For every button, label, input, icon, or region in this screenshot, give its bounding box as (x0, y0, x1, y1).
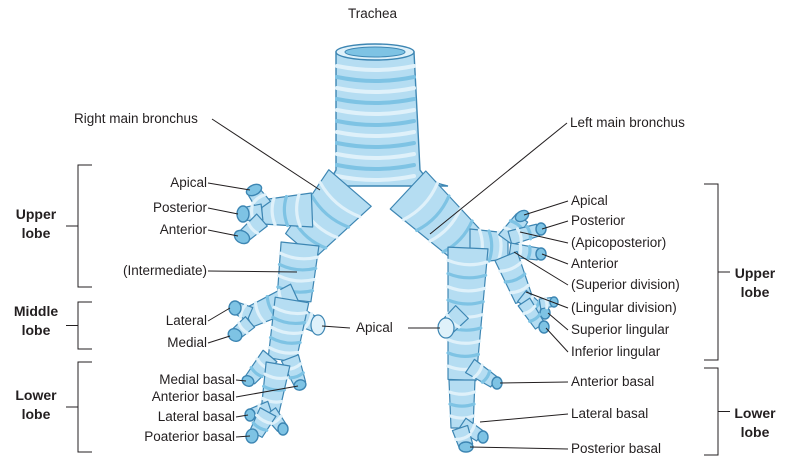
right-posterior-cap (237, 206, 249, 222)
bracket-left-upper (704, 184, 730, 360)
left-anterior-cap (536, 248, 546, 260)
right-lateral-cap (229, 301, 241, 315)
leader-left-posterior-basal (470, 447, 568, 449)
leader-left-anterior-basal (500, 382, 568, 383)
leader-left-superior-lingular (548, 313, 568, 330)
label-right-lower-lateral-basal: Lateral basal (158, 409, 235, 425)
group-right-lower-lobe: Lower lobe (8, 386, 64, 424)
label-apical-lower: Apical (356, 320, 393, 336)
group-right-upper-line1: Upper (8, 205, 64, 224)
label-left-upper-posterior: Posterior (571, 213, 625, 229)
label-left-superior-division: (Superior division) (571, 277, 680, 293)
label-right-lower-anterior-basal: Anterior basal (152, 389, 235, 405)
label-left-superior-lingular: Superior lingular (571, 322, 669, 338)
label-trachea: Trachea (348, 6, 397, 22)
label-right-lower-medial-basal: Medial basal (159, 372, 235, 388)
label-left-upper-apicoposterior: (Apicoposterior) (571, 235, 666, 251)
label-left-upper-anterior: Anterior (571, 256, 618, 272)
group-left-upper-lobe: Upper lobe (730, 264, 780, 302)
label-right-upper-apical: Apical (170, 175, 207, 191)
leader-right-lateral (208, 308, 230, 321)
group-right-middle-line2: lobe (8, 321, 64, 340)
leader-right-apical (208, 183, 250, 190)
leader-left-posterior (542, 221, 568, 229)
leader-left-apical (524, 201, 568, 215)
group-left-lower-lobe: Lower lobe (730, 404, 780, 442)
bracket-left-lower (704, 368, 730, 455)
leader-right-main-bronchus (212, 119, 320, 190)
leader-left-lateral-basal (480, 414, 568, 422)
label-left-lingular-division: (Lingular division) (571, 300, 677, 316)
label-right-middle-lateral: Lateral (166, 313, 207, 329)
leader-right-posterior (208, 208, 238, 214)
leader-left-inferior-lingular (546, 328, 568, 352)
group-right-middle-lobe: Middle lobe (8, 302, 64, 340)
leader-right-medial (208, 336, 230, 343)
left-lower-apical-cap (438, 318, 454, 338)
leader-right-anterior (208, 230, 238, 236)
left-inf-lingular-cap (539, 321, 549, 333)
airway-tree (226, 44, 558, 452)
label-left-lower-posterior-basal: Posterior basal (571, 441, 661, 457)
label-intermediate: (Intermediate) (123, 263, 207, 279)
leader-left-anterior (542, 254, 568, 264)
label-left-upper-apical: Apical (571, 193, 608, 209)
group-right-upper-line2: lobe (8, 224, 64, 243)
left-lateral-basal-cap (478, 431, 488, 443)
leader-left-main-bronchus (430, 123, 567, 234)
group-right-lower-line2: lobe (8, 405, 64, 424)
label-right-middle-medial: Medial (167, 335, 207, 351)
group-left-upper-line1: Upper (730, 264, 780, 283)
label-right-main-bronchus: Right main bronchus (74, 111, 198, 127)
label-left-inferior-lingular: Inferior lingular (571, 344, 660, 360)
right-basal-small-cap (278, 423, 288, 435)
group-left-lower-line2: lobe (730, 423, 780, 442)
group-right-middle-line1: Middle (8, 302, 64, 321)
group-left-lower-line1: Lower (730, 404, 780, 423)
trachea-lumen (345, 47, 405, 57)
label-left-lower-lateral-basal: Lateral basal (571, 406, 648, 422)
label-right-lower-posterior-basal: Poaterior basal (144, 429, 235, 445)
group-left-upper-line2: lobe (730, 283, 780, 302)
bracket-right-lower (66, 362, 92, 452)
bracket-right-middle (66, 302, 92, 349)
label-left-main-bronchus: Left main bronchus (570, 115, 685, 131)
label-right-upper-posterior: Posterior (153, 200, 207, 216)
group-right-lower-line1: Lower (8, 386, 64, 405)
label-right-upper-anterior: Anterior (160, 222, 207, 238)
label-left-lower-anterior-basal: Anterior basal (571, 374, 654, 390)
group-right-upper-lobe: Upper lobe (8, 205, 64, 243)
bracket-right-upper (66, 165, 92, 287)
right-lower-apical-cap (311, 315, 325, 335)
left-posterior-cap (536, 223, 546, 235)
leader-apical-right (322, 326, 350, 328)
